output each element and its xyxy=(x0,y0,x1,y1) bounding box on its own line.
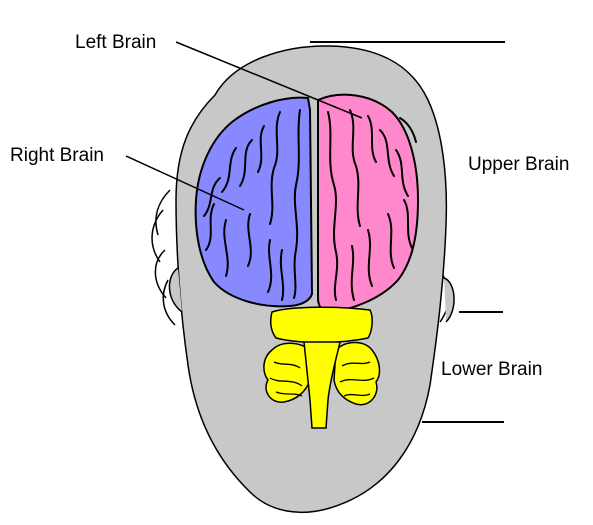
hair-strokes-left xyxy=(151,189,176,326)
pointer-lines xyxy=(125,41,363,211)
gyri-right-hemisphere xyxy=(203,109,301,301)
right-brain-pointer xyxy=(125,155,245,211)
left-brain-label: Left Brain xyxy=(75,32,157,53)
upper-brain-label: Upper Brain xyxy=(468,154,570,175)
right-brain-label: Right Brain xyxy=(10,145,104,166)
pons xyxy=(270,306,373,344)
lower-brain-label: Lower Brain xyxy=(441,359,543,380)
boundary-lines xyxy=(310,41,505,423)
right-hemisphere xyxy=(194,96,314,308)
cerebellum-folia xyxy=(269,361,375,397)
left-brain-pointer xyxy=(175,41,363,119)
medulla-spinal-cord xyxy=(303,341,341,429)
left-ear xyxy=(168,267,183,313)
right-ear xyxy=(443,277,455,323)
gyri-left-hemisphere xyxy=(327,109,417,301)
cerebellum-right-lobe xyxy=(333,341,381,406)
cerebellum-left-lobe xyxy=(263,342,311,403)
